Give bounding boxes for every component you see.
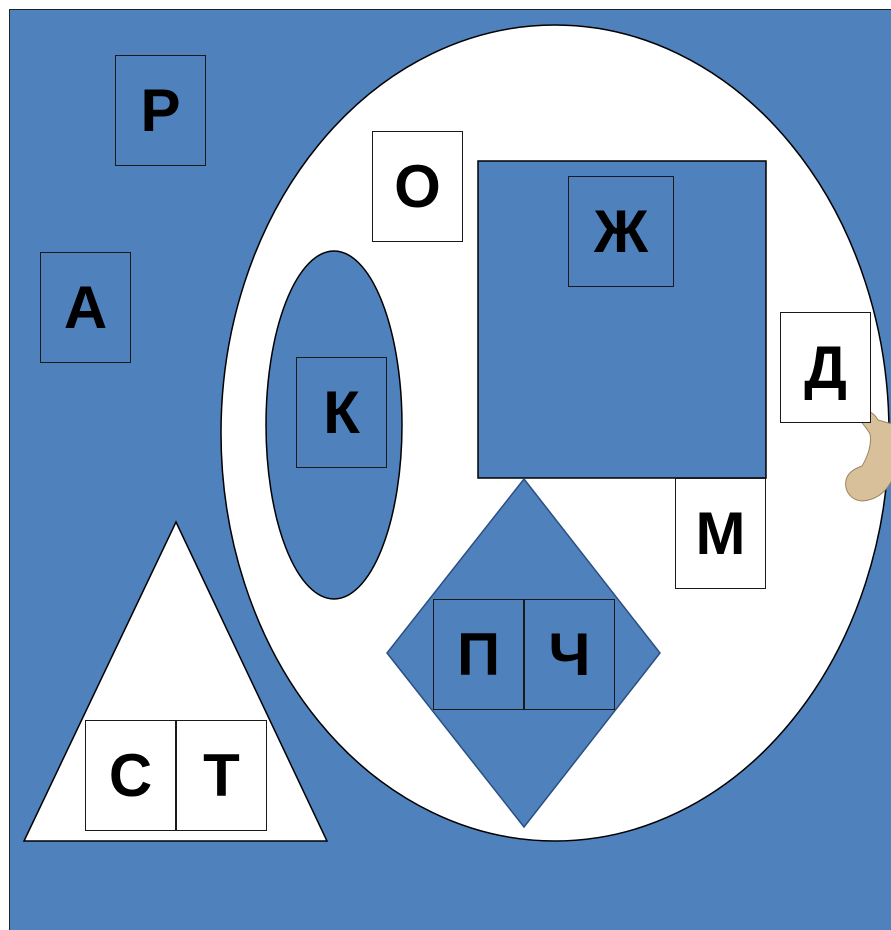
- letter-box-s: С: [85, 720, 176, 831]
- letter-box-m: М: [675, 478, 766, 589]
- letter-box-p: П: [433, 599, 524, 710]
- diagram-board: Р А О Ж Д К М П Ч С Т: [9, 9, 891, 930]
- letter-box-k: К: [296, 357, 387, 468]
- letter-box-zh: Ж: [568, 176, 674, 287]
- letter-box-t: Т: [176, 720, 267, 831]
- letter-box-o: О: [372, 131, 463, 242]
- letter-box-d: Д: [780, 312, 871, 423]
- letter-box-a: А: [40, 252, 131, 363]
- letter-box-ch: Ч: [524, 599, 615, 710]
- letter-box-r: Р: [115, 55, 206, 166]
